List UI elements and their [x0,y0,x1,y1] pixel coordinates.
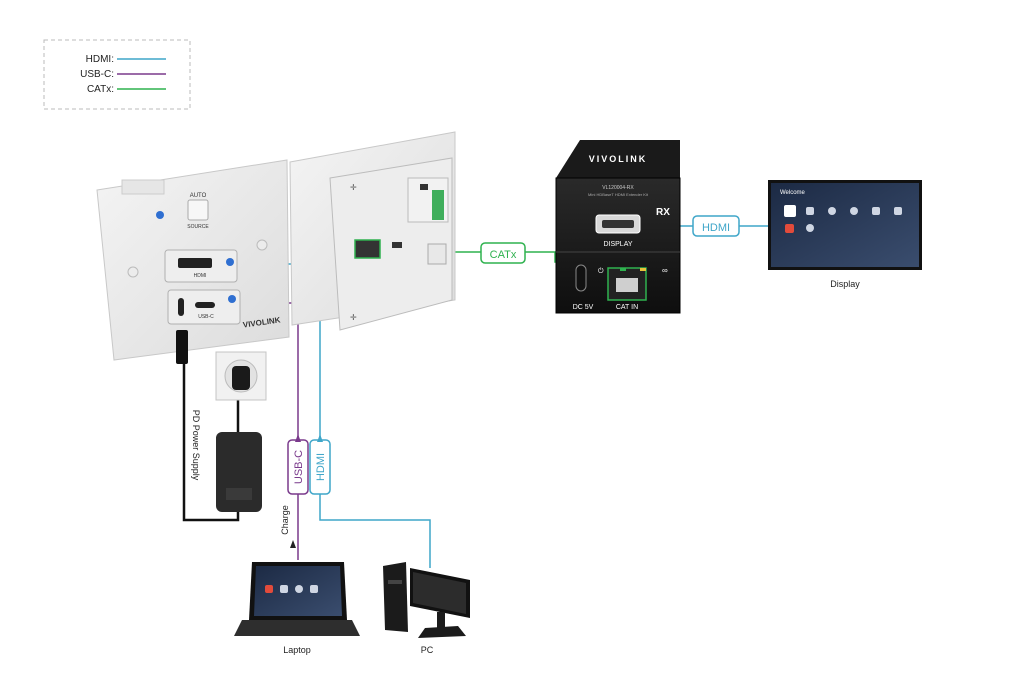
laptop-base [234,620,360,636]
rx-catin-port-icon[interactable] [607,267,647,301]
power-led-icon [156,211,164,219]
rx-hdmi-port-inner [602,220,634,228]
display-screen [771,183,919,267]
tx-dip-switch-icon [427,243,447,265]
usbc-power-port-icon[interactable] [178,298,184,316]
laptop-app-icon [280,585,288,593]
screw-icon [127,266,139,278]
charge-arrow-icon [290,540,296,548]
display-app-icon [872,207,880,215]
catx-tag [480,242,526,264]
legend-frame [43,39,191,110]
catx-tag-text: CATx [490,249,517,261]
rx-brand: VIVOLINK [589,154,648,164]
usbc-vertical-tag-text: USB-C [293,450,305,484]
display-app-icon [894,207,902,215]
cable-tags: CATx HDMI USB-C HDMI Charge PD Power Sup… [191,215,740,548]
display-app-icon [850,207,858,215]
rx-power-icon: ⏻ [598,267,604,275]
screw-icon [256,239,268,251]
usbc-power-plug-icon [176,330,188,364]
auto-source-button[interactable] [187,199,209,221]
tx-module: ✛ ✛ [289,131,456,331]
legend-hdmi-label: HDMI: [86,54,114,65]
rx-receiver: VIVOLINK VL120004-RX Mini HDBaseT HDMI E… [555,140,681,314]
pc-device: PC [383,562,470,655]
power-plug-icon [232,366,250,390]
adapter-label-plate [226,488,252,500]
display-label: Display [830,279,860,289]
rx-label: RX [656,207,670,218]
rx-display-label: DISPLAY [603,241,632,248]
rx-link-icon: ∞ [662,266,668,275]
hdmi-rx-tag [692,215,740,237]
rx-link-led [620,268,626,271]
tx-screw-icon: ✛ [350,183,357,192]
hdmi-vertical-tag-text: HDMI [315,453,327,481]
power-supply [215,351,267,512]
legend: HDMI: USB-C: CATx: [43,39,191,110]
laptop-app-icon [265,585,273,593]
pd-power-cable [182,362,240,522]
terminal-block-icon [432,190,444,220]
usbc-port-label: USB-C [198,314,214,320]
rx-model: VL120004-RX [602,185,634,191]
usbc-led-icon [228,295,236,303]
hdmi-led-icon [226,258,234,266]
display-device: Welcome Display [768,180,922,289]
tx-catx-port-icon[interactable] [354,239,381,259]
rx-catin-label: CAT IN [616,304,638,311]
pc-monitor-screen [413,572,466,614]
auto-label: AUTO [190,193,207,199]
hdmi-rx-tag-text: HDMI [702,222,730,234]
display-app-icon [828,207,836,215]
hdmi-cable-pc [232,263,431,568]
pc-label: PC [421,645,434,655]
tx-screw-icon: ✛ [350,313,357,322]
display-welcome-text: Welcome [780,190,806,196]
pd-power-label: PD Power Supply [191,410,201,481]
legend-catx-label: CATx: [87,84,114,95]
rx-subtitle: Mini HDBaseT HDMI Extender Kit [588,192,649,197]
rx-activity-led [640,268,646,271]
display-app-icon [806,224,814,232]
laptop-label: Laptop [283,645,311,655]
usbc-port-icon[interactable] [195,302,215,308]
laptop-app-icon [295,585,303,593]
rx-dc-port-icon[interactable] [575,264,587,292]
usbc-arrow-icon [295,434,301,442]
hdmi-port-label: HDMI [194,273,207,279]
display-app-icon [784,205,796,217]
rx-top [556,140,680,180]
display-app-icon [785,224,794,233]
rx-dc-label: DC 5V [573,304,594,311]
tx-usb-port-icon [392,242,402,248]
rx-rj45-inner [616,278,638,292]
pc-monitor-stand [437,612,445,628]
laptop-device: Laptop [234,562,360,655]
source-label: SOURCE [187,224,209,230]
pc-tower [383,562,408,632]
pc-drive-bay [388,580,402,584]
hdmi-port-icon[interactable] [178,258,212,268]
charge-label: Charge [280,505,290,535]
hdmi-arrow-icon [317,434,323,442]
wallplate-tab [121,179,165,195]
tx-port-icon [420,184,428,190]
wallplate-front: AUTO SOURCE HDMI USB-C VIVOLINK [96,159,290,364]
laptop-app-icon [310,585,318,593]
legend-usbc-label: USB-C: [80,69,114,80]
display-app-icon [806,207,814,215]
pc-monitor-base [418,626,466,638]
